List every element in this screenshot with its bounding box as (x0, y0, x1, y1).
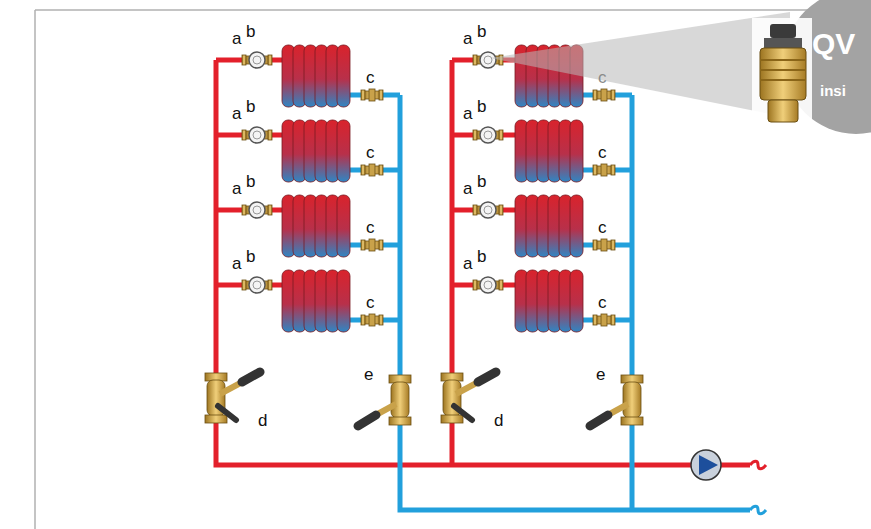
callout-letter: a (463, 255, 472, 273)
callout-letter: c (598, 219, 607, 237)
valve-insert-callout (490, 0, 871, 134)
callout-letter: b (246, 23, 255, 41)
return-pipe (400, 95, 750, 510)
product-name: QV (812, 28, 855, 60)
callout-letter: a (232, 30, 241, 48)
callout-letter: c (598, 69, 607, 87)
callout-letter: a (463, 180, 472, 198)
callout-letter: c (366, 144, 375, 162)
callout-letter: b (246, 173, 255, 191)
frame-line (34, 10, 36, 529)
callout-letter: a (232, 180, 241, 198)
callout-letter: c (366, 294, 375, 312)
callout-letter: a (232, 105, 241, 123)
callout-letter: b (246, 98, 255, 116)
callout-letter: a (463, 105, 472, 123)
callout-letter: b (477, 173, 486, 191)
callout-letter: d (258, 412, 267, 430)
product-tagline: insi (820, 82, 846, 99)
callout-letter: b (477, 98, 486, 116)
callout-letter: a (232, 255, 241, 273)
callout-letter: c (366, 69, 375, 87)
frame-line (35, 9, 871, 11)
callout-letter: c (366, 219, 375, 237)
return-pipe (630, 95, 635, 510)
callout-letter: b (246, 248, 255, 266)
pipe-break (750, 506, 766, 514)
callout-letter: b (477, 23, 486, 41)
callout-letter: b (477, 248, 486, 266)
pipe-break (750, 461, 766, 469)
callout-letter: a (463, 30, 472, 48)
callout-letter: d (494, 412, 503, 430)
supply-pipe (216, 60, 750, 465)
callout-letter: c (598, 294, 607, 312)
callout-letter: c (598, 144, 607, 162)
callout-letter: e (596, 366, 605, 384)
callout-letter: e (364, 366, 373, 384)
pump-symbol (691, 450, 721, 480)
